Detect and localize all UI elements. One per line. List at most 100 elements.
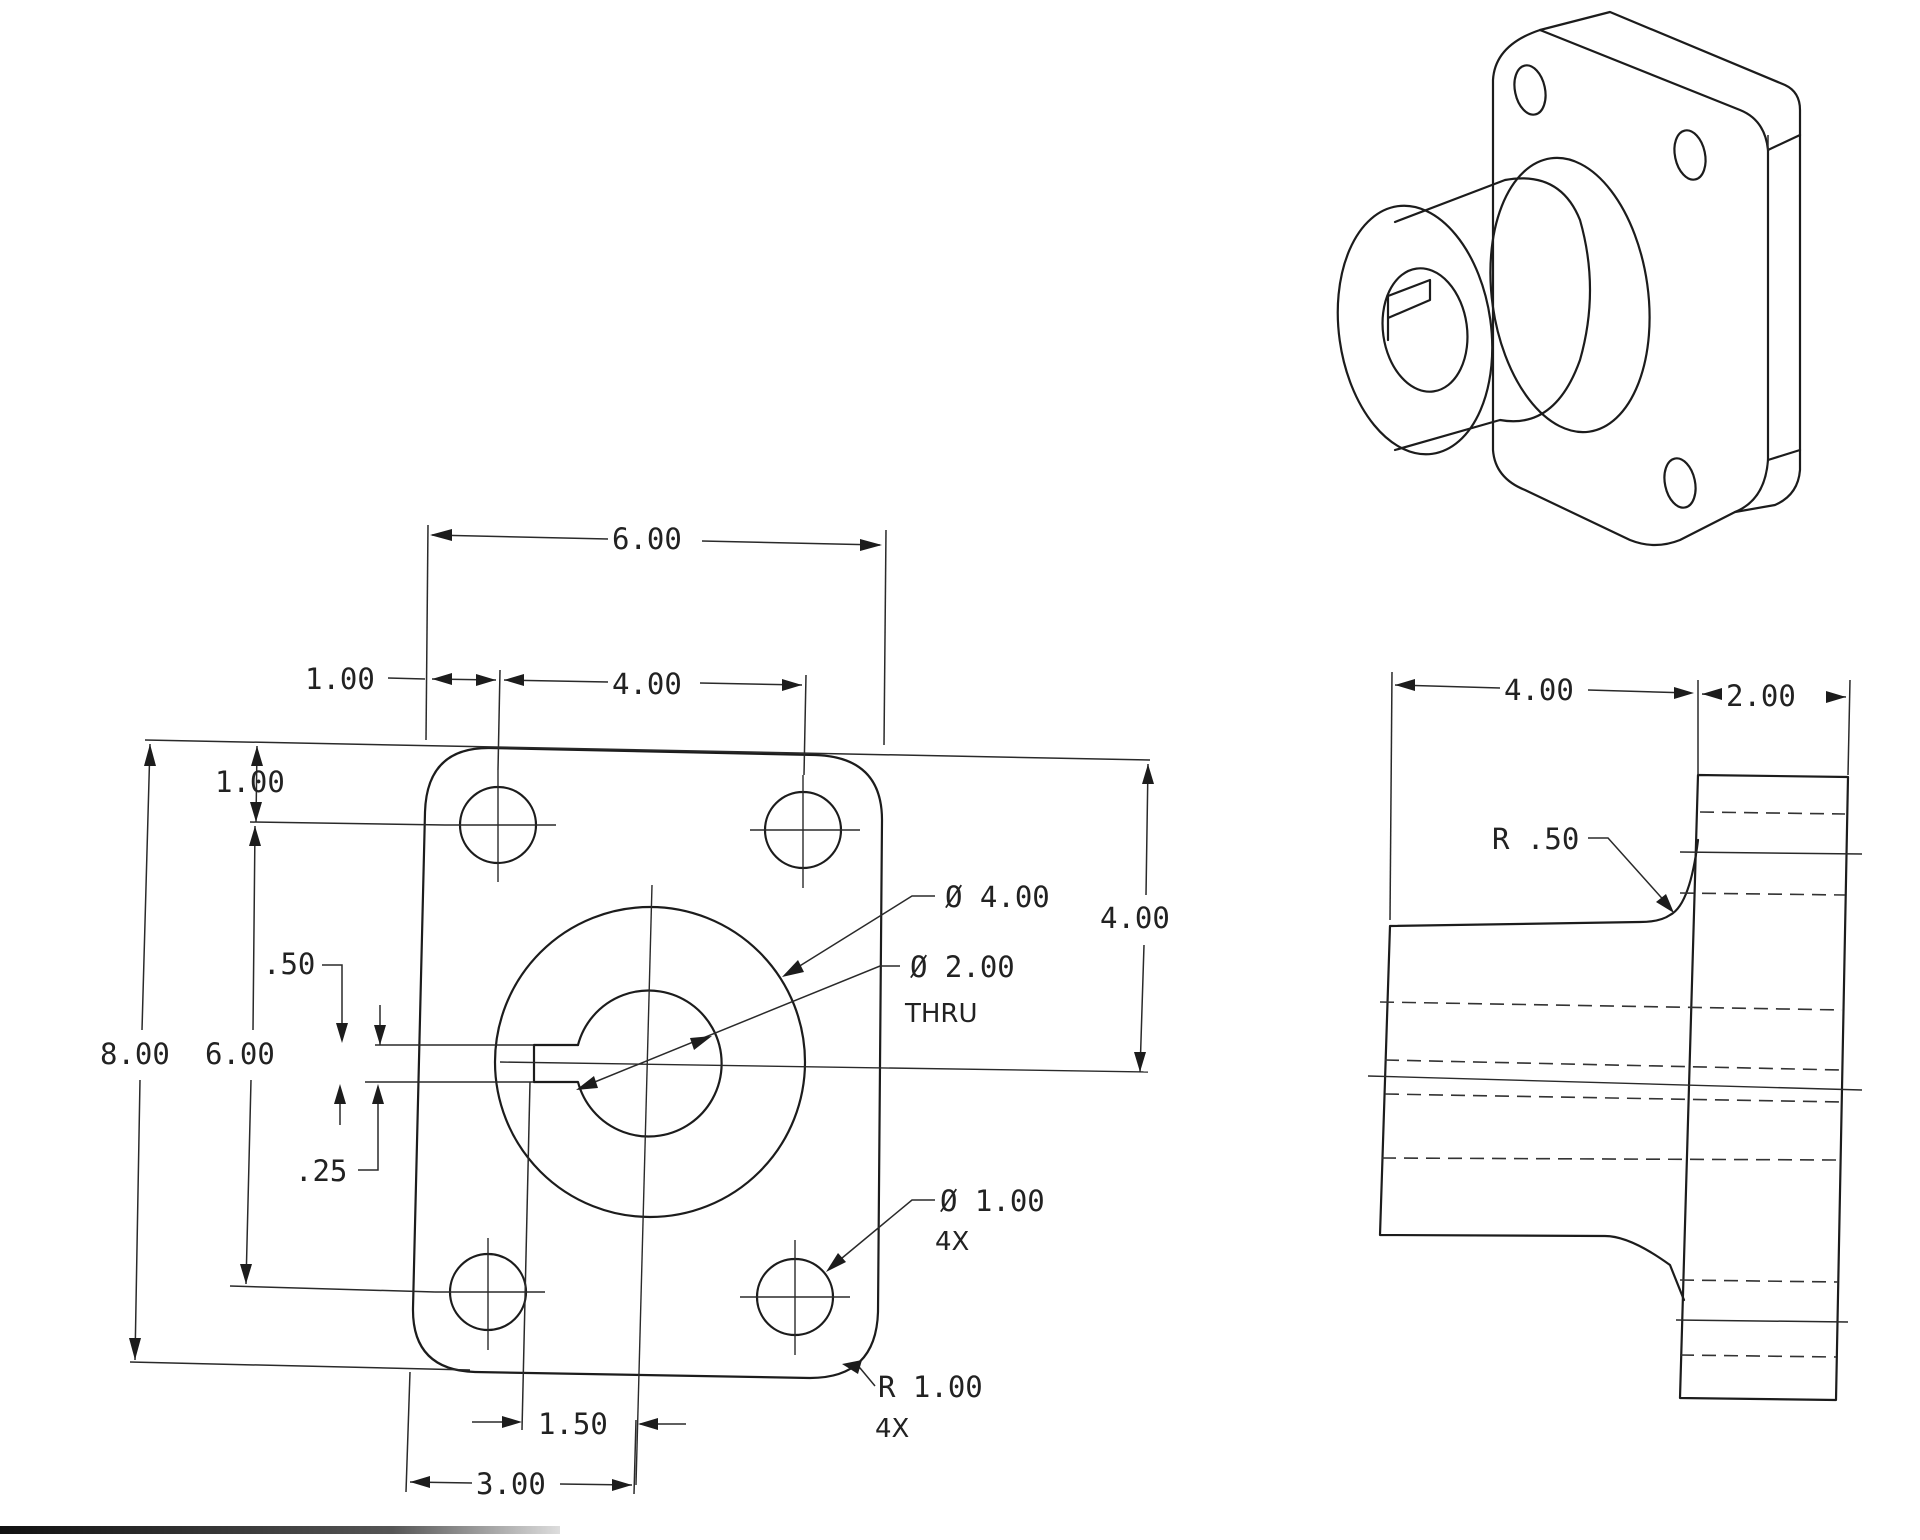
dim-bore-note: THRU — [904, 999, 978, 1029]
side-flange-arrow-right — [1826, 691, 1846, 703]
side-view: 4.00 2.00 R .50 — [1367, 671, 1863, 1402]
side-dim-ext-right — [1847, 679, 1851, 776]
iso-hole-bottom-right — [1663, 457, 1697, 509]
dim-width-label: 6.00 — [612, 522, 682, 556]
dim-hole-count: 4X — [935, 1227, 969, 1257]
dim-keyway-width-label: .25 — [295, 1154, 347, 1188]
dim-hole-row-ext-top — [249, 821, 446, 826]
front-view: 6.00 1.00 4.00 8.00 1.00 6.00 .50 — [100, 522, 1170, 1501]
dim-keyway-width-arrow-bottom-left — [334, 1084, 346, 1104]
dim-hole-spacing-arrow-right — [782, 679, 802, 691]
dim-hole-spacing-arrow-left — [504, 674, 524, 686]
dim-key-offset-arrow-right — [638, 1418, 658, 1430]
dim-height-arrow-top — [144, 744, 156, 766]
iso-hole-top-left — [1513, 64, 1547, 116]
dim-keyway-width-leader — [358, 1090, 379, 1171]
dim-height-ext-top — [144, 739, 1151, 761]
dim-boss-dia-arrow — [782, 960, 804, 977]
dim-edge-label: 1.00 — [305, 662, 375, 696]
iso-flange-front-face — [1491, 28, 1770, 547]
dim-hole-vert-arrow-top — [249, 826, 261, 846]
dim-keyway-depth-label: .50 — [263, 947, 315, 981]
dim-width-ext-right — [883, 529, 887, 746]
dim-hole-dia-arrow — [826, 1253, 846, 1272]
side-bolt-centerline-bottom — [1675, 1319, 1849, 1323]
dim-boss-dia-label: Ø 4.00 — [945, 880, 1050, 914]
dim-height-label: 8.00 — [100, 1037, 170, 1071]
side-boss-outline — [1378, 838, 1700, 1302]
iso-bore — [1381, 267, 1469, 393]
dim-center-height-label: 4.00 — [1100, 901, 1170, 935]
dim-width-ext-left — [425, 524, 429, 741]
dim-keyway-width-arrow-top — [374, 1025, 386, 1045]
dim-key-offset-arrow-left — [502, 1416, 522, 1428]
dim-hole-spacing-label: 4.00 — [612, 667, 682, 701]
dim-hole-dia-label: Ø 1.00 — [940, 1184, 1045, 1218]
front-bore-with-keyway — [532, 989, 723, 1138]
iso-boss-front-face — [1336, 204, 1494, 456]
front-plate-outline — [411, 746, 884, 1380]
dim-width-arrow-left — [430, 529, 452, 541]
iso-flange-top-edge — [1538, 10, 1802, 514]
dim-half-width-ext-left — [405, 1371, 411, 1493]
dim-width-arrow-right — [860, 539, 882, 551]
dim-corner-radius-arrow — [842, 1360, 862, 1374]
dim-corner-radius-label: R 1.00 — [878, 1370, 983, 1404]
dim-hole-ext-right — [803, 674, 807, 776]
dim-corner-count: 4X — [875, 1414, 909, 1444]
side-bolt-centerline-top — [1679, 851, 1863, 855]
side-fillet-leader — [1588, 837, 1669, 906]
dim-top-offset-arrow-bottom — [250, 802, 262, 822]
side-fillet-arrow — [1656, 894, 1674, 913]
dim-edge-arrow-left — [432, 673, 452, 685]
dim-height-ext-bottom — [129, 1361, 471, 1371]
side-dim-ext-left — [1389, 671, 1393, 921]
front-horizontal-centerline — [499, 1061, 1149, 1073]
dim-key-offset-label: 1.50 — [538, 1407, 608, 1441]
dim-hole-vert-arrow-bottom — [240, 1264, 252, 1284]
side-hidden-lines — [1379, 811, 1846, 1358]
dim-center-height-arrow-bottom — [1134, 1052, 1146, 1072]
dim-bore-dia-arrow-2 — [690, 1036, 712, 1050]
dim-bore-dia-label: Ø 2.00 — [910, 950, 1015, 984]
dim-bore-dia-arrow — [576, 1076, 598, 1090]
dim-keyway-width-arrow-bottom — [372, 1084, 384, 1104]
dim-keyway-depth-arrow — [336, 1023, 348, 1043]
front-boss-circle — [493, 905, 807, 1219]
side-flange-thickness-label: 2.00 — [1726, 679, 1796, 713]
dim-half-width-ext-right — [633, 1419, 637, 1495]
dim-center-height-arrow-top — [1142, 764, 1154, 784]
side-flange-arrow-left — [1702, 688, 1722, 700]
iso-boss-cylinder — [1393, 177, 1592, 452]
iso-flange-side-edge-2 — [1766, 448, 1802, 462]
side-boss-length-label: 4.00 — [1504, 673, 1574, 707]
dim-hole-vert-label: 6.00 — [205, 1037, 275, 1071]
dim-edge-arrow-right — [476, 674, 496, 686]
dim-bore-dia-leader — [579, 965, 900, 1089]
dim-half-width-label: 3.00 — [476, 1467, 546, 1501]
front-vertical-centerline — [635, 884, 653, 1486]
side-flange-outline — [1678, 773, 1850, 1402]
dim-hole-ext-left — [497, 669, 501, 771]
front-hole-centerlines — [435, 770, 860, 1355]
dim-keyway-depth-leader — [322, 964, 343, 1030]
keyway-offset-extension — [521, 1081, 531, 1431]
dim-height-arrow-bottom — [129, 1338, 141, 1360]
dim-half-width-arrow-left — [410, 1476, 430, 1488]
dim-boss-dia-leader — [789, 895, 935, 973]
dim-width-line — [431, 534, 881, 546]
dim-center-height-line — [1139, 763, 1149, 1073]
side-centerline — [1367, 1075, 1863, 1091]
dim-hole-row-ext-bottom — [229, 1285, 436, 1293]
side-boss-length-arrow-left — [1395, 679, 1415, 691]
side-boss-length-arrow-right — [1674, 687, 1694, 699]
dim-hole-vert-line — [245, 825, 256, 1285]
iso-hole-top-right — [1673, 129, 1707, 181]
dim-top-offset-label: 1.00 — [215, 765, 285, 799]
side-fillet-label: R .50 — [1492, 822, 1579, 856]
iso-keyway — [1386, 278, 1432, 342]
iso-boss-base — [1489, 156, 1651, 434]
isometric-view — [1336, 10, 1802, 547]
dim-hole-dia-leader — [829, 1199, 935, 1269]
